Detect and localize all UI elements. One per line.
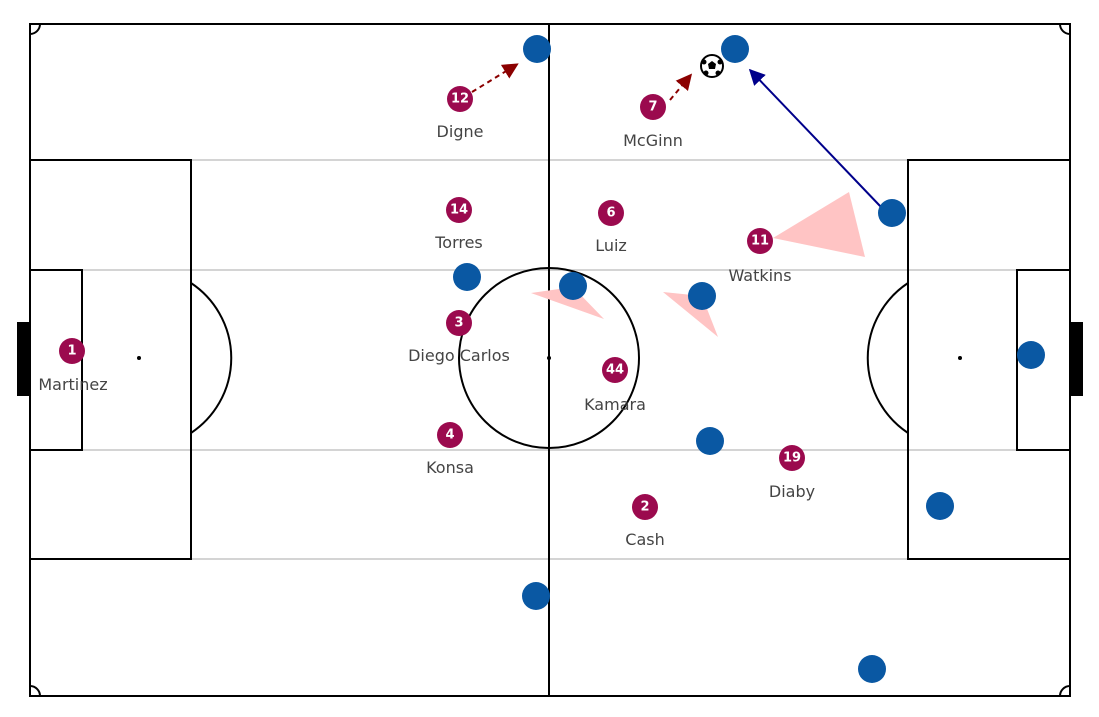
away-player-marker <box>559 272 587 300</box>
player-number: 44 <box>606 363 624 378</box>
corner-arc-top-right <box>1059 23 1071 35</box>
left-penalty-spot <box>137 356 141 360</box>
player-name: Diaby <box>769 482 815 501</box>
pitch-markings <box>17 23 1083 697</box>
away-player-marker <box>522 582 550 610</box>
right-penalty-spot <box>958 356 962 360</box>
corner-arc-top-left <box>29 23 41 35</box>
home-player-marker <box>602 357 628 383</box>
left-goal <box>17 322 30 396</box>
player-name: Kamara <box>584 395 646 414</box>
home-player-marker <box>446 197 472 223</box>
vision-cone-luiz <box>531 287 604 319</box>
vision-cones <box>531 192 865 337</box>
home-player-marker <box>632 494 658 520</box>
player-number: 7 <box>648 100 657 115</box>
home-player-marker <box>437 422 463 448</box>
away-player-marker <box>1017 341 1045 369</box>
player-name: Watkins <box>728 266 791 285</box>
away-player-marker <box>926 492 954 520</box>
player-number: 14 <box>450 203 468 218</box>
away-player-marker <box>453 263 481 291</box>
player-number: 4 <box>445 428 454 443</box>
run-arrow-mcginn <box>669 73 693 101</box>
player-number: 19 <box>783 451 801 466</box>
away-player-marker <box>858 655 886 683</box>
centre-circle <box>458 267 640 449</box>
right-goal <box>1070 322 1083 396</box>
player-name: McGinn <box>623 131 683 150</box>
home-player-marker <box>747 228 773 254</box>
home-player-marker <box>447 86 473 112</box>
player-name: Torres <box>434 233 483 252</box>
player-number: 3 <box>454 316 463 331</box>
away-player-marker <box>688 282 716 310</box>
player-name: Konsa <box>426 458 474 477</box>
player-number: 11 <box>751 234 769 249</box>
away-player-marker <box>696 427 724 455</box>
event-arrows <box>471 63 882 208</box>
away-player-marker <box>523 35 551 63</box>
player-name: Digne <box>437 122 484 141</box>
player-name: Martinez <box>38 375 107 394</box>
player-number: 2 <box>640 500 649 515</box>
player-name: Luiz <box>595 236 627 255</box>
soccer-ball-icon <box>700 54 724 78</box>
left-penalty-arc <box>190 282 233 434</box>
away-player-marker <box>878 199 906 227</box>
vision-cone-watkins-right <box>773 192 865 257</box>
corner-arc-bottom-left <box>29 685 41 697</box>
centre-spot <box>547 356 551 360</box>
player-number: 1 <box>67 344 76 359</box>
home-player-marker <box>640 94 666 120</box>
home-player-marker <box>59 338 85 364</box>
player-number: 12 <box>451 92 469 107</box>
pass-arrow <box>748 68 882 208</box>
player-number: 6 <box>606 206 615 221</box>
player-name: Cash <box>625 530 664 549</box>
player-name: Diego Carlos <box>408 346 510 365</box>
home-player-marker <box>446 310 472 336</box>
away-players <box>453 35 1045 683</box>
left-penalty-area <box>29 159 192 560</box>
away-player-marker <box>721 35 749 63</box>
home-player-marker <box>779 445 805 471</box>
home-player-marker <box>598 200 624 226</box>
corner-arc-bottom-right <box>1059 685 1071 697</box>
right-penalty-arc <box>866 282 909 434</box>
run-arrow-digne <box>471 63 519 93</box>
